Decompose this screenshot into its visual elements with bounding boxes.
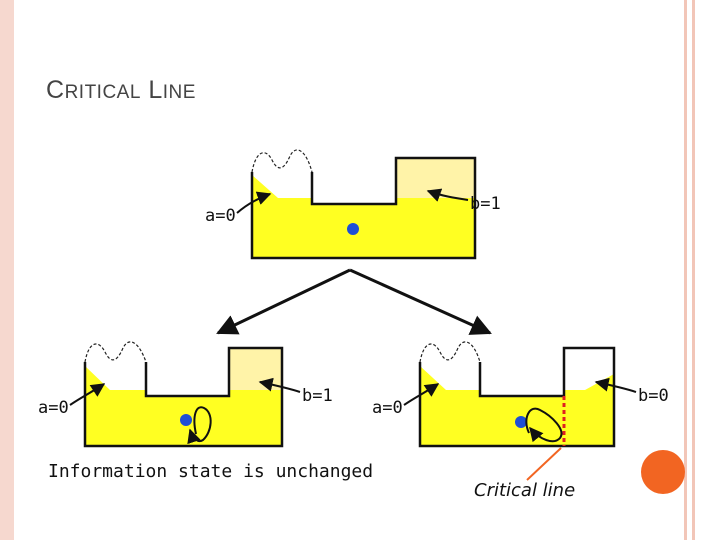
wavy-boundary [419, 341, 481, 363]
pointer-arrow [403, 383, 440, 406]
pointer-arrow [236, 191, 272, 214]
slide-right-border-line [684, 0, 687, 540]
caption-unchanged: Information state is unchanged [48, 461, 373, 482]
pointer-arrow [69, 383, 106, 406]
wavy-boundary [84, 341, 147, 363]
top-label-b: b=1 [470, 194, 501, 214]
bottom-left-label-a: a=0 [38, 398, 69, 418]
top-label-a: a=0 [205, 206, 236, 226]
loop-path [187, 406, 212, 445]
slide-title: CRITICAL LINE [46, 76, 196, 104]
state-dot [515, 416, 527, 428]
accent-circle [641, 450, 685, 494]
branch-arrow-left [216, 268, 351, 335]
slide-left-border [0, 0, 14, 540]
branch-arrow-right [349, 268, 492, 335]
caption-critical-line: Critical line [474, 480, 575, 501]
bottom-left-container [83, 341, 284, 448]
wavy-boundary [251, 149, 313, 173]
bottom-right-container [418, 341, 616, 448]
bottom-left-label-b: b=1 [302, 386, 333, 406]
loop-path [525, 407, 563, 443]
pointer-arrow [426, 188, 469, 202]
pointer-arrow [594, 377, 637, 393]
slide-right-border-line [692, 0, 695, 540]
critical-line-pointer [526, 447, 562, 481]
top-container [250, 149, 477, 260]
bottom-right-label-a: a=0 [372, 398, 403, 418]
bottom-right-label-b: b=0 [638, 386, 669, 406]
state-dot [347, 223, 359, 235]
pointer-arrow [258, 377, 301, 393]
state-dot [180, 414, 192, 426]
